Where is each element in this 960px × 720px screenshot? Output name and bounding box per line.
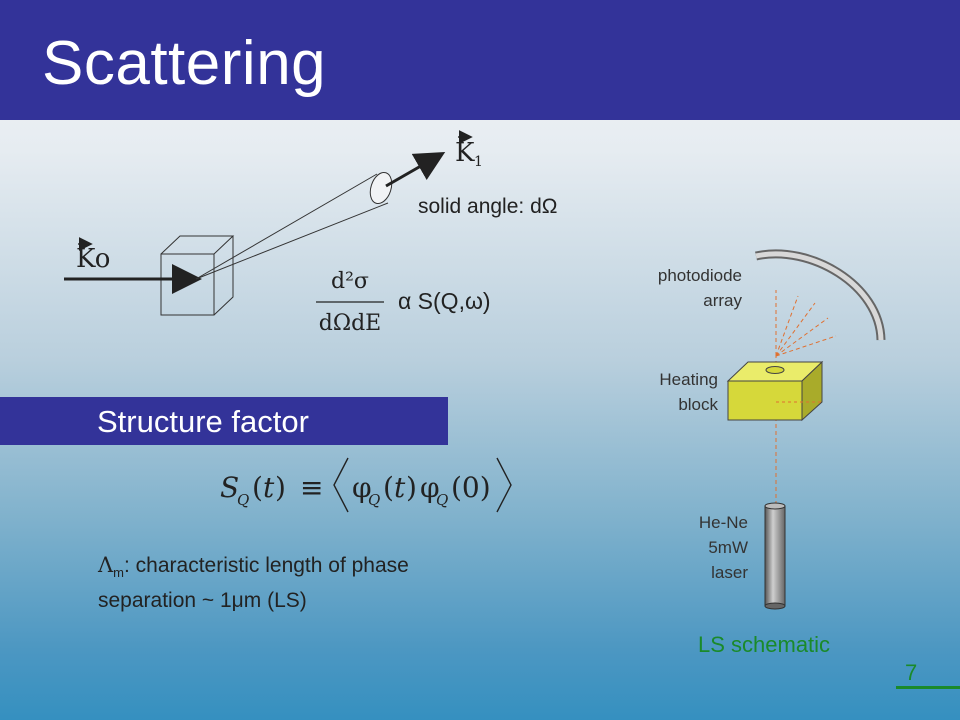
laser-label-line2: 5mW [708,538,748,557]
slide-title: Scattering [42,29,327,98]
laser-label-line3: laser [711,563,748,582]
svg-text:t: t [394,471,406,504]
svg-text:): ) [406,471,417,504]
heating-block [726,360,824,422]
schematic-caption: LS schematic [698,632,831,657]
heating-label-line1: Heating [659,370,718,389]
svg-text:(: ( [383,471,394,504]
svg-text:Q: Q [436,491,448,509]
svg-text:dΩdE: dΩdE [319,311,381,336]
svg-text:Q: Q [368,491,380,509]
svg-text:S: S [220,471,239,504]
page-number: 7 [905,660,918,685]
k0-label: Ko [76,237,110,274]
lambda-note: Λm: characteristic length of phase separ… [98,551,528,615]
lambda-subscript: m [113,565,125,581]
heating-label-line2: block [678,395,718,414]
lambda-line1: : characteristic length of phase [124,554,409,577]
section-band [0,397,448,445]
photodiode-label: photodiode array [600,263,742,313]
svg-text:d²σ: d²σ [331,269,369,294]
svg-text:Q: Q [237,491,249,509]
laser-beam [775,290,837,505]
svg-text:(: ( [252,471,263,504]
title-bar [0,0,960,120]
scattering-cone [195,171,393,280]
cross-section-fraction: d²σ dΩdE [316,269,384,336]
laser-cylinder [764,502,786,610]
photodiode-label-line1: photodiode [657,266,742,285]
heating-block-label: Heating block [600,367,718,417]
section-heading: Structure factor [97,404,309,439]
k1-label: K 1 [455,130,483,170]
svg-text:φ: φ [352,471,372,504]
scattered-beam-arrow [385,152,446,188]
svg-text:K: K [455,138,475,168]
lambda-line2: separation ~ 1μm (LS) [98,589,307,613]
svg-text:): ) [275,471,286,504]
page-number-underline [896,686,960,689]
svg-text:φ: φ [420,471,440,504]
svg-text:1: 1 [474,154,483,170]
sample-cube [160,235,235,316]
proportional-label: α S(Q,ω) [398,288,491,314]
structure-factor-equation: S Q ( t ) ≡ φ Q ( t ) φ Q (0) [220,457,512,513]
solid-angle-label: solid angle: dΩ [418,195,558,218]
laser-label: He-Ne 5mW laser [600,510,748,585]
laser-label-line1: He-Ne [698,513,748,532]
svg-text:Ko: Ko [76,244,110,274]
lambda-symbol: Λ [98,553,114,577]
photodiode-label-line2: array [703,291,742,310]
svg-text:t: t [263,471,275,504]
svg-text:(0): (0) [451,471,491,504]
svg-text:≡: ≡ [300,471,323,504]
